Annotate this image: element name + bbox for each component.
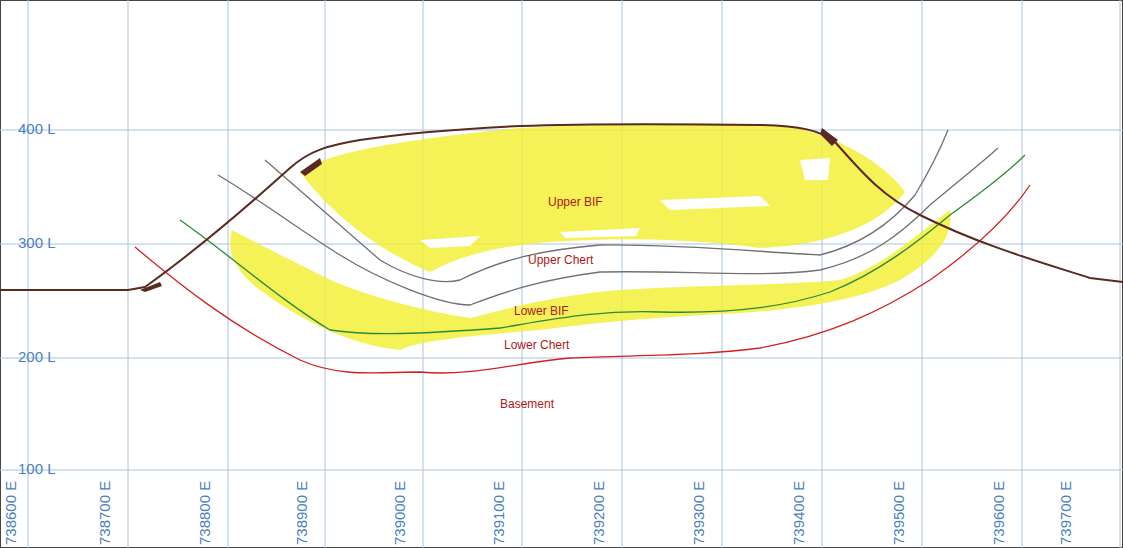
easting-label: 739700 E — [1057, 481, 1074, 545]
topo-ticks — [140, 128, 838, 292]
contacts — [135, 130, 1030, 373]
level-label: 300 L — [18, 234, 56, 251]
easting-label: 738900 E — [293, 481, 310, 545]
topography — [0, 124, 1123, 290]
easting-label: 739600 E — [990, 481, 1007, 545]
level-label: 200 L — [18, 348, 56, 365]
easting-label: 739100 E — [490, 481, 507, 545]
unit-label: Lower BIF — [514, 304, 569, 318]
easting-label: 738700 E — [96, 481, 113, 545]
easting-label: 739400 E — [790, 481, 807, 545]
fill-gaps — [420, 158, 830, 248]
unit-label: Lower Chert — [504, 338, 569, 352]
bif-fill — [230, 123, 950, 350]
easting-label: 738800 E — [196, 481, 213, 545]
unit-label: Upper Chert — [528, 253, 593, 267]
level-label: 100 L — [18, 460, 56, 477]
easting-label: 739300 E — [690, 481, 707, 545]
easting-label: 739000 E — [391, 481, 408, 545]
easting-label: 739500 E — [890, 481, 907, 545]
unit-label: Basement — [500, 397, 554, 411]
easting-label: 739200 E — [590, 481, 607, 545]
level-label: 400 L — [18, 120, 56, 137]
unit-label: Upper BIF — [548, 195, 603, 209]
easting-label: 738600 E — [2, 481, 19, 545]
